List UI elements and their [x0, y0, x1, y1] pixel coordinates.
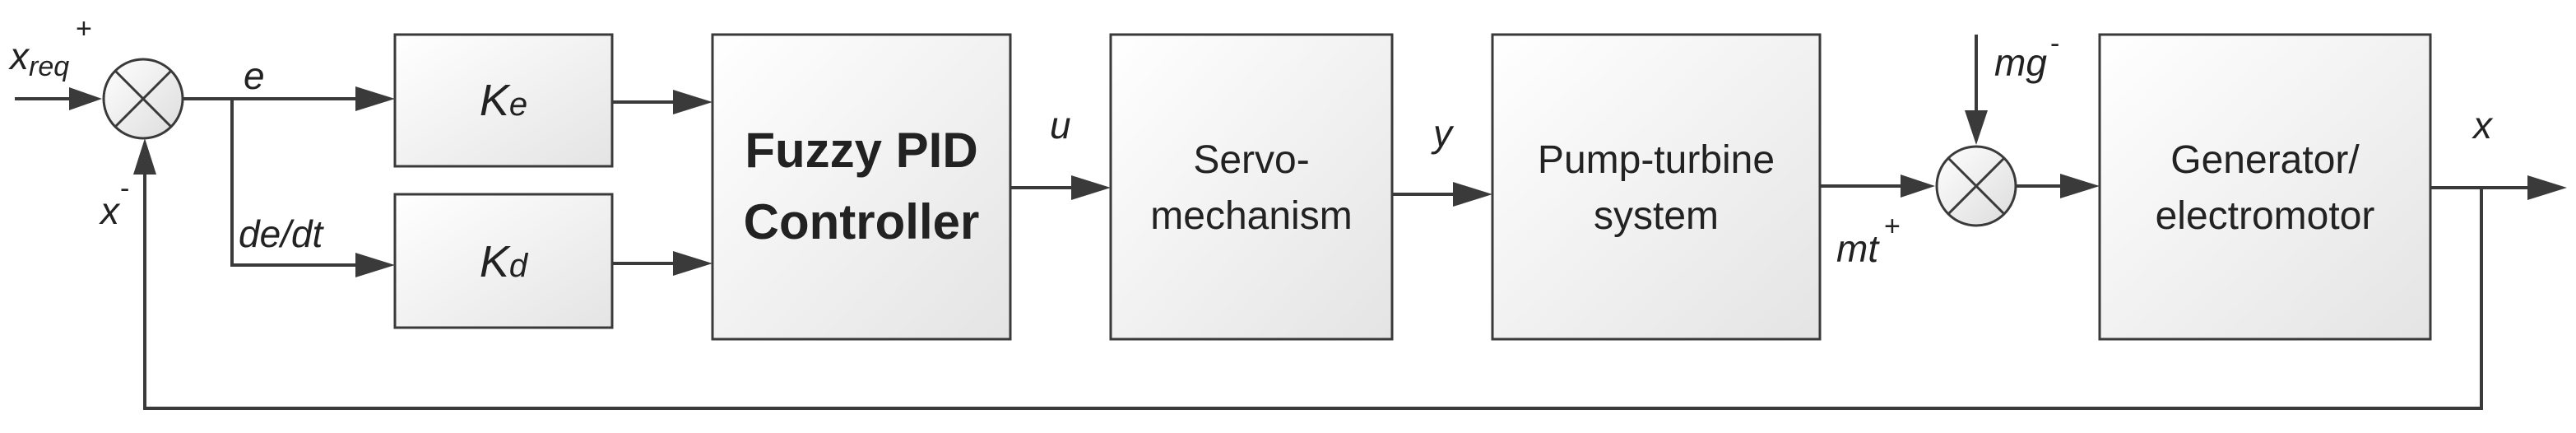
feedback-arrowhead [133, 138, 156, 175]
kd-to-controller-arrowhead [673, 251, 712, 276]
derivative-arrowhead [355, 253, 395, 277]
pump-label-line2: system [1594, 194, 1719, 238]
pump-label-line1: Pump-turbine [1538, 138, 1775, 182]
summing-junction-2 [1935, 145, 2017, 227]
controller-label-line1: Fuzzy PID [745, 123, 977, 178]
ke-block: Ke [393, 33, 614, 168]
summing-junction-1 [102, 58, 184, 140]
feedback-wire [143, 175, 2483, 410]
mg-sign: - [2050, 28, 2059, 59]
xreq-main: x [8, 35, 30, 77]
xreq-subscript: req [29, 51, 69, 82]
svg-text:Ke: Ke [480, 76, 527, 125]
u-label: u [1050, 104, 1071, 147]
y-arrowhead [1453, 182, 1492, 207]
kd-label: K [480, 237, 511, 286]
kd-block: Kd [393, 193, 614, 329]
y-label: y [1431, 112, 1455, 155]
kd-subscript: d [509, 248, 529, 284]
servo-label-line1: Servo- [1193, 138, 1309, 182]
input-arrowhead [69, 87, 102, 110]
servo-label-line2: mechanism [1150, 194, 1352, 238]
xreq-sign: + [76, 13, 92, 44]
xreq-label: xreq [8, 35, 69, 82]
mg-label: mg [1994, 41, 2047, 84]
error-arrowhead [355, 86, 395, 111]
generator-label-line1: Generator/ [2170, 138, 2360, 182]
mt-sign: + [1884, 211, 1901, 242]
servomechanism-block: Servo- mechanism [1109, 33, 1394, 341]
controller-label-line2: Controller [744, 194, 980, 249]
output-label: x [2472, 104, 2494, 147]
fuzzy-pid-controller-block: Fuzzy PID Controller [711, 33, 1012, 341]
ke-subscript: e [509, 86, 527, 123]
pump-turbine-block: Pump-turbine system [1491, 33, 1822, 341]
u-arrowhead [1071, 175, 1111, 200]
ke-to-controller-arrowhead [673, 90, 712, 114]
derivative-wire [230, 99, 355, 267]
mt-arrowhead [1901, 175, 1935, 198]
feedback-sign: - [120, 173, 129, 204]
feedback-label: x [99, 189, 121, 232]
output-arrowhead [2527, 175, 2567, 200]
svg-text:Kd: Kd [480, 237, 529, 286]
derivative-label: de/dt [239, 212, 325, 255]
sum2-to-generator-arrowhead [2060, 174, 2100, 198]
error-label: e [244, 54, 265, 97]
generator-label-line2: electromotor [2156, 194, 2375, 238]
ke-label: K [480, 76, 511, 125]
mt-label: mt [1836, 227, 1880, 270]
mg-arrowhead [1965, 110, 1988, 145]
generator-block: Generator/ electromotor [2098, 33, 2432, 341]
